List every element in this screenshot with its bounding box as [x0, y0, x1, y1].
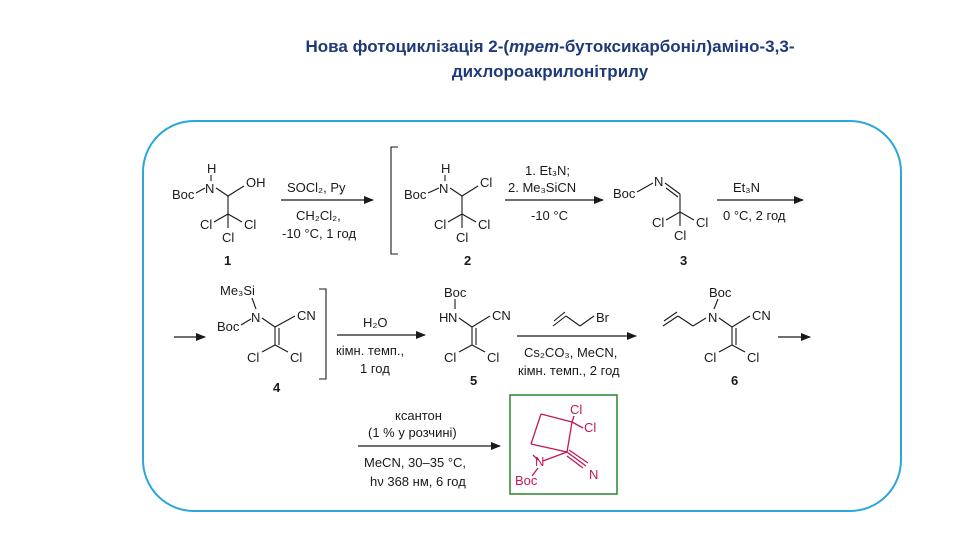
reaction-step-6: ксантон (1 % у розчині) MeCN, 30–35 °C, … — [358, 408, 501, 489]
atom-cl: Cl — [222, 230, 234, 245]
step2-reagent-2: 2. Me₃SiCN — [508, 180, 576, 195]
compound-4: Me₃Si N Boc CN Cl Cl — [217, 283, 316, 365]
allyl-bromide: Br — [552, 310, 610, 327]
reaction-step-3: Et₃N 0 °C, 2 год — [717, 180, 804, 223]
step4-conditions-1: кімн. темп., — [336, 343, 404, 358]
atom-cl: Cl — [456, 230, 468, 245]
reaction-step-4: H₂O кімн. темп., 1 год — [336, 315, 426, 376]
scheme-frame — [142, 120, 902, 512]
atom-cl: Cl — [696, 215, 708, 230]
compound-label-2: 2 — [464, 253, 471, 268]
atom-n: N — [589, 467, 598, 482]
reaction-step-2: 1. Et₃N; 2. Me₃SiCN -10 °C — [505, 163, 604, 223]
atom-cl: Cl — [247, 350, 259, 365]
title-part-a: Нова фотоциклізація 2-( — [305, 37, 510, 56]
atom-cl: Cl — [570, 402, 582, 417]
atom-br: Br — [596, 310, 610, 325]
step2-reagent-1: 1. Et₃N; — [525, 163, 570, 178]
step6-catalyst-loading: (1 % у розчині) — [368, 425, 457, 440]
atom-cl: Cl — [704, 350, 716, 365]
step3-conditions: 0 °C, 2 год — [723, 208, 786, 223]
atom-cl: Cl — [584, 420, 596, 435]
atom-boc: Boc — [217, 319, 240, 334]
atom-boc: Boc — [515, 473, 538, 488]
step1-reagent: SOCl₂, Py — [287, 180, 346, 195]
atom-oh: OH — [246, 175, 266, 190]
step6-catalyst: ксантон — [395, 408, 442, 423]
atom-h: H — [207, 161, 216, 176]
compound-1: H N Boc OH Cl Cl Cl — [172, 161, 266, 245]
atom-boc: Boc — [404, 187, 427, 202]
reaction-step-1: SOCl₂, Py CH₂Cl₂, -10 °C, 1 год — [281, 180, 374, 241]
compound-6: Boc N CN Cl Cl — [662, 285, 771, 365]
title-part-b: -бутоксикарбоніл)аміно-3,3- — [559, 37, 795, 56]
atom-n: N — [448, 310, 457, 325]
atom-cl: Cl — [480, 175, 492, 190]
atom-n: N — [654, 174, 663, 189]
step1-solvent: CH₂Cl₂, — [296, 208, 341, 223]
atom-cl: Cl — [244, 217, 256, 232]
atom-n: N — [251, 310, 260, 325]
product-highlight-box — [509, 394, 618, 495]
atom-boc: Boc — [613, 186, 636, 201]
atom-n: N — [439, 181, 448, 196]
title-line-1: Нова фотоциклізація 2-(трет-бутоксикарбо… — [200, 34, 900, 59]
compound-label-4: 4 — [273, 380, 281, 395]
atom-cl: Cl — [747, 350, 759, 365]
product-structure: Cl Cl N Boc N — [515, 402, 598, 488]
page-title: Нова фотоциклізація 2-(трет-бутоксикарбо… — [200, 34, 900, 84]
atom-cl: Cl — [444, 350, 456, 365]
step5-conditions: кімн. темп., 2 год — [518, 363, 620, 378]
bracket-left — [390, 146, 398, 255]
atom-cn: CN — [297, 308, 316, 323]
atom-cl: Cl — [434, 217, 446, 232]
atom-h: H — [441, 161, 450, 176]
compound-label-3: 3 — [680, 253, 687, 268]
atom-boc: Boc — [172, 187, 195, 202]
atom-cn: CN — [492, 308, 511, 323]
compound-5: Boc H N CN Cl Cl — [439, 285, 511, 365]
compound-label-1: 1 — [224, 253, 231, 268]
title-part-italic: трет — [509, 37, 560, 56]
atom-cl: Cl — [652, 215, 664, 230]
atom-cn: CN — [752, 308, 771, 323]
compound-3: Boc N Cl Cl Cl — [613, 174, 708, 243]
title-line-2: дихлороакрилонітрилу — [451, 62, 649, 81]
step1-conditions: -10 °C, 1 год — [282, 226, 356, 241]
compound-label-5: 5 — [470, 373, 477, 388]
atom-n: N — [535, 454, 544, 469]
atom-h: H — [439, 310, 448, 325]
atom-boc: Boc — [709, 285, 732, 300]
bracket-right — [319, 288, 327, 380]
step2-conditions: -10 °C — [531, 208, 568, 223]
atom-cl: Cl — [478, 217, 490, 232]
atom-cl: Cl — [290, 350, 302, 365]
atom-n: N — [205, 181, 214, 196]
atom-n: N — [708, 310, 717, 325]
step6-irradiation: hν 368 нм, 6 год — [370, 474, 466, 489]
step4-conditions-2: 1 год — [360, 361, 390, 376]
compound-label-6: 6 — [731, 373, 738, 388]
atom-cl: Cl — [200, 217, 212, 232]
step3-reagent: Et₃N — [733, 180, 760, 195]
step5-reagents: Cs₂CO₃, MeCN, — [524, 345, 617, 360]
atom-cl: Cl — [487, 350, 499, 365]
atom-boc: Boc — [444, 285, 467, 300]
atom-cl: Cl — [674, 228, 686, 243]
compound-2: H N Boc Cl Cl Cl Cl — [404, 161, 492, 245]
reaction-step-5: Br Cs₂CO₃, MeCN, кімн. темп., 2 год — [517, 310, 637, 378]
step6-solvent-temp: MeCN, 30–35 °C, — [364, 455, 466, 470]
step4-reagent: H₂O — [363, 315, 388, 330]
atom-me3si: Me₃Si — [220, 283, 255, 298]
